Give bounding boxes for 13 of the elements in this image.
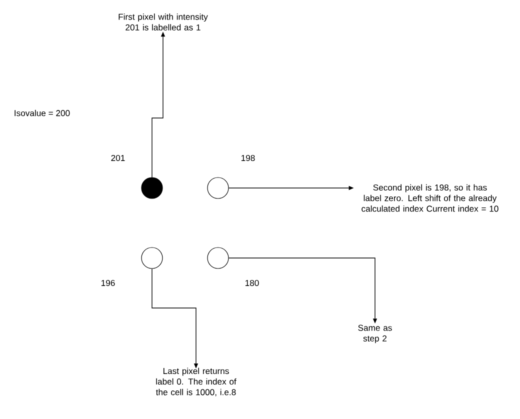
- value-label: 196: [102, 280, 115, 286]
- pixel-circle: [207, 247, 229, 269]
- annotation-text: Last pixel returns label 0. The index of the cell is 1000, i.e.8: [156, 368, 236, 396]
- filled-pixel-circle: [141, 177, 163, 199]
- annotation-text: Same as step 2: [358, 324, 392, 344]
- value-label: 180: [245, 280, 259, 286]
- value-label: 198: [241, 154, 255, 162]
- annotation-text: Second pixel is 198, so it has label zero. Left shift of the already calculated index Current index = 10: [362, 184, 498, 212]
- value-label: 201: [111, 154, 125, 162]
- value-label: Isovalue = 200: [14, 110, 70, 116]
- pixel-circle: [141, 247, 163, 269]
- annotation-text: First pixel with intensity 201 is labelled as 1: [118, 14, 208, 30]
- pixel-circle: [207, 177, 229, 199]
